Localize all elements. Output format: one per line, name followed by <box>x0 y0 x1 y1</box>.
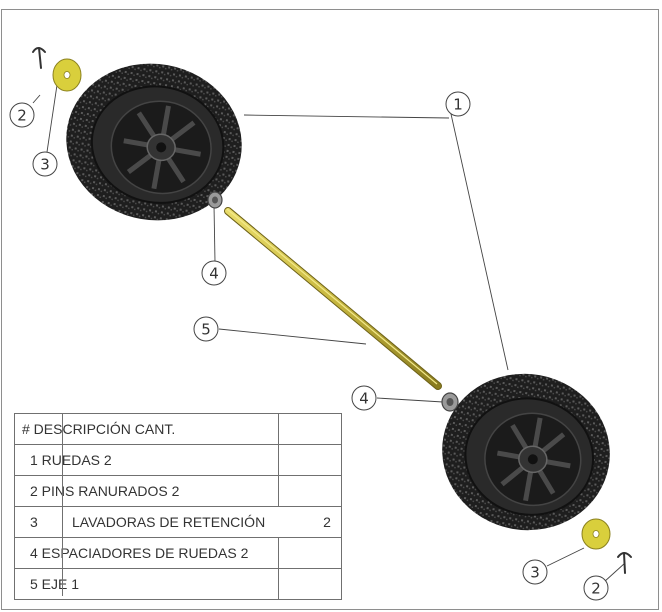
callout-washer-left-label: 3 <box>40 156 50 174</box>
callout-washer-left: 3 <box>32 151 58 177</box>
spacer-icon <box>441 392 459 412</box>
parts-table-row-3-content: 3 LAVADORAS DE RETENCIÓN 2 <box>30 514 341 530</box>
parts-table-cell: 4 ESPACIADORES DE RUEDAS 2 <box>14 537 279 569</box>
parts-table-cell: 5 EJE 1 <box>14 568 279 600</box>
parts-table: # DESCRIPCIÓN CANT. 1 RUEDAS 2 2 PINS RA… <box>14 413 342 600</box>
table-row: 4 ESPACIADORES DE RUEDAS 2 <box>14 537 342 569</box>
washer-icon <box>52 58 82 92</box>
callout-washer-right-label: 3 <box>530 564 540 582</box>
table-row: 3 LAVADORAS DE RETENCIÓN 2 <box>14 506 342 538</box>
parts-table-empty-cell <box>278 568 342 600</box>
parts-table-item-description: LAVADORAS DE RETENCIÓN <box>72 514 266 530</box>
pin-icon <box>32 47 46 69</box>
callout-spacer-left-label: 4 <box>209 265 219 283</box>
leader-spacer-right <box>376 397 444 403</box>
callout-spacer-right: 4 <box>351 385 377 411</box>
parts-table-empty-cell <box>278 475 342 507</box>
leader-wheel-right <box>450 113 509 371</box>
drawing-frame <box>1 9 659 610</box>
table-row: 1 RUEDAS 2 <box>14 444 342 476</box>
pin-icon <box>617 552 632 574</box>
parts-table-cell: 1 RUEDAS 2 <box>14 444 279 476</box>
callout-axle: 5 <box>193 316 219 342</box>
parts-table-empty-cell <box>278 444 342 476</box>
parts-table-divider <box>62 414 63 596</box>
spacer-icon <box>207 191 223 209</box>
callout-spacer-left: 4 <box>201 260 227 286</box>
parts-table-empty-cell <box>278 413 342 445</box>
parts-table-header: # DESCRIPCIÓN CANT. <box>14 413 279 445</box>
wheel-icon <box>66 63 242 221</box>
callout-axle-label: 5 <box>201 321 211 339</box>
leader-axle <box>218 328 367 345</box>
table-row: 2 PINS RANURADOS 2 <box>14 475 342 507</box>
leader-pin-left <box>32 94 41 104</box>
callout-pin-left: 2 <box>9 102 35 128</box>
callout-balloons: 1 2 3 4 5 4 3 2 <box>9 91 609 601</box>
parts-table-item-quantity: 2 <box>323 514 331 530</box>
leader-washer-left <box>46 84 58 153</box>
washer-icon <box>581 518 611 550</box>
callout-wheels-label: 1 <box>453 96 463 114</box>
parts-table-item-number: 3 <box>30 514 38 530</box>
parts-table-header-row: # DESCRIPCIÓN CANT. <box>14 413 342 445</box>
callout-washer-right: 3 <box>522 559 548 585</box>
parts-table-cell: 2 PINS RANURADOS 2 <box>14 475 279 507</box>
leader-washer-right <box>546 547 585 567</box>
leader-spacer-left <box>213 204 216 263</box>
callout-pin-right-label: 2 <box>591 580 601 598</box>
parts-table-empty-cell <box>278 537 342 569</box>
leader-wheel-left <box>243 114 450 119</box>
parts-table-cell: 3 LAVADORAS DE RETENCIÓN 2 <box>14 506 342 538</box>
leader-lines <box>32 84 626 583</box>
callout-spacer-right-label: 4 <box>359 390 369 408</box>
leader-pin-right <box>603 562 626 583</box>
callout-pin-right: 2 <box>583 575 609 601</box>
callout-wheels: 1 <box>445 91 471 117</box>
callout-pin-left-label: 2 <box>17 107 27 125</box>
axle <box>224 207 442 390</box>
wheel-icon <box>442 373 610 531</box>
table-row: 5 EJE 1 <box>14 568 342 600</box>
